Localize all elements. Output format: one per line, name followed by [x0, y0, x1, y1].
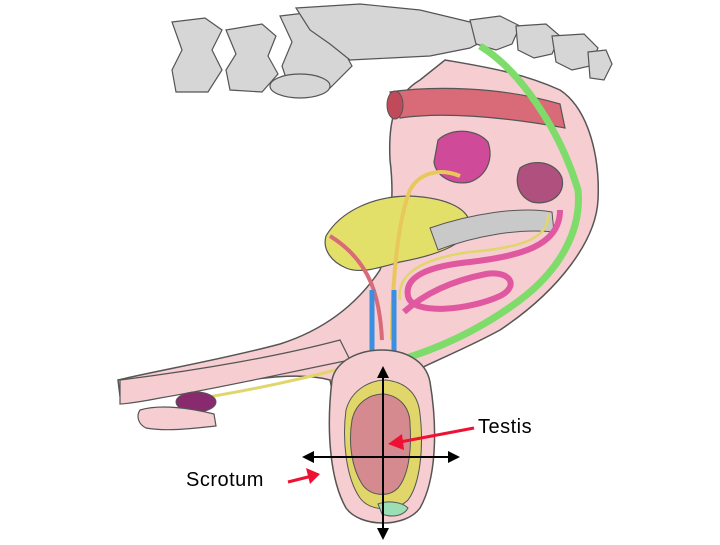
penile-sheath	[119, 339, 351, 405]
testis-label: Testis	[478, 416, 533, 438]
epididymis	[377, 501, 409, 517]
urethral-segment	[429, 209, 555, 251]
winding-duct-yellow	[398, 213, 550, 301]
spermatic-vessel	[328, 234, 384, 341]
arrowhead-down	[377, 528, 389, 540]
vertebra-tail-1	[469, 15, 521, 51]
testis-pointer-head	[388, 434, 404, 450]
scrotum-label: Scrotum	[186, 469, 264, 491]
vertebra-2	[225, 23, 279, 93]
vertebra-tail-4	[587, 49, 613, 81]
rectum-opening	[386, 90, 404, 120]
prepuce	[137, 406, 217, 431]
vertebra-tail-2	[515, 23, 561, 59]
arrowhead-right	[448, 451, 460, 463]
rectum	[389, 87, 566, 129]
accessory-gland-right	[516, 161, 564, 204]
vertebra-1	[171, 17, 223, 93]
scrotum-pointer-head	[306, 468, 320, 484]
spinal-process	[269, 73, 331, 99]
nerve-band	[398, 42, 582, 364]
sacrum	[294, 3, 502, 61]
winding-duct	[401, 209, 563, 315]
vertebral-column	[171, 3, 613, 99]
arrowhead-up	[377, 366, 389, 378]
arrowhead-left	[302, 451, 314, 463]
accessory-gland-upper	[433, 130, 491, 184]
testis-pointer-line	[399, 426, 475, 444]
scrotum-pointer-line	[287, 474, 313, 484]
